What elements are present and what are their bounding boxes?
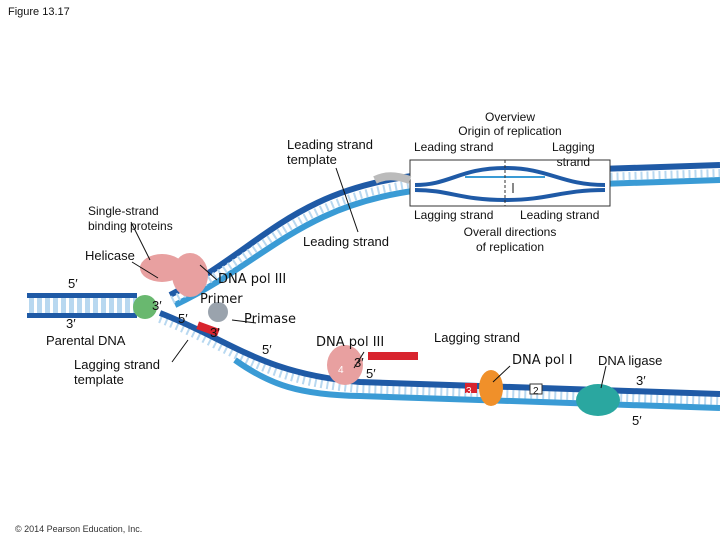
helicase-protein [140, 254, 184, 282]
dna-pol-i-label: DNA pol I [512, 353, 573, 368]
five-prime-e: 5′ [632, 413, 642, 428]
overview-lagging-bottom: Lagging strand [414, 208, 494, 222]
overview-arrow [373, 172, 412, 184]
label-line: Single-strand [88, 204, 159, 218]
primer-segment-2 [465, 383, 477, 393]
lagging-strand-label: Lagging strand [434, 330, 521, 345]
label-line: Overall directions [463, 225, 557, 239]
label-line: template [287, 152, 337, 167]
dna-pol-i-protein [479, 370, 503, 406]
primase-protein [208, 302, 228, 322]
five-prime-d: 5′ [366, 366, 376, 381]
parental-dna [27, 293, 137, 318]
fragment-2-box [529, 383, 543, 395]
label-line: template [74, 372, 124, 387]
primase-label: Primase [244, 312, 296, 327]
leading-strand-label: Leading strand [303, 234, 390, 249]
ssb-label: Single-strand binding proteins [88, 204, 173, 234]
label-line: strand [556, 155, 591, 169]
three-prime-d: 3′ [354, 355, 364, 370]
parental-dna-label: Parental DNA [46, 333, 126, 348]
leading-strand-template-label: Leading strand template [287, 137, 373, 167]
primer-red [196, 321, 220, 337]
overview-leading-bottom: Leading strand [520, 208, 600, 222]
figure-title: Figure 13.17 [8, 6, 70, 18]
primer-segment [368, 352, 418, 360]
dna-pol-iii-top-label: DNA pol III [218, 272, 287, 287]
label-line: Lagging strand [74, 357, 161, 372]
helicase-label: Helicase [85, 248, 135, 263]
copyright-notice: © 2014 Pearson Education, Inc. [15, 524, 143, 534]
primer-label: Primer [200, 292, 243, 307]
three-prime-a: 3′ [152, 298, 162, 313]
lagging-strand-template-label: Lagging strand template [74, 357, 160, 387]
five-prime-c: 5′ [262, 342, 272, 357]
dna-pol-iii-bottom-label: DNA pol III [316, 335, 385, 350]
fragment-number-4: 4 [338, 365, 344, 376]
fragment-number-2: 2 [533, 386, 539, 397]
five-prime-a: 5′ [68, 276, 78, 291]
label-line: Lagging [552, 140, 595, 154]
five-prime-b: 5′ [178, 311, 188, 326]
three-prime-e: 3′ [636, 373, 646, 388]
three-prime-b: 3′ [66, 316, 76, 331]
overview-directions: Overall directions of replication [450, 225, 570, 255]
dna-pol-iii-bottom-protein [327, 345, 363, 385]
label-line: Leading strand [287, 137, 374, 152]
callout-lines [130, 167, 607, 389]
label-line: of replication [475, 240, 545, 254]
dna-ligase-label: DNA ligase [598, 353, 663, 368]
overview-lagging-top: Lagging strand [552, 140, 595, 170]
overview-origin: Origin of replication [458, 124, 562, 138]
overview-title: Overview [484, 110, 535, 124]
overview-leading-top: Leading strand [414, 140, 494, 154]
fragment-number-3: 3 [466, 386, 472, 397]
overview-inset [409, 159, 611, 207]
dna-ligase-protein [576, 384, 620, 416]
ssb-protein-a [133, 295, 157, 319]
three-prime-c: 3′ [210, 325, 220, 340]
label-line: binding proteins [88, 219, 173, 233]
